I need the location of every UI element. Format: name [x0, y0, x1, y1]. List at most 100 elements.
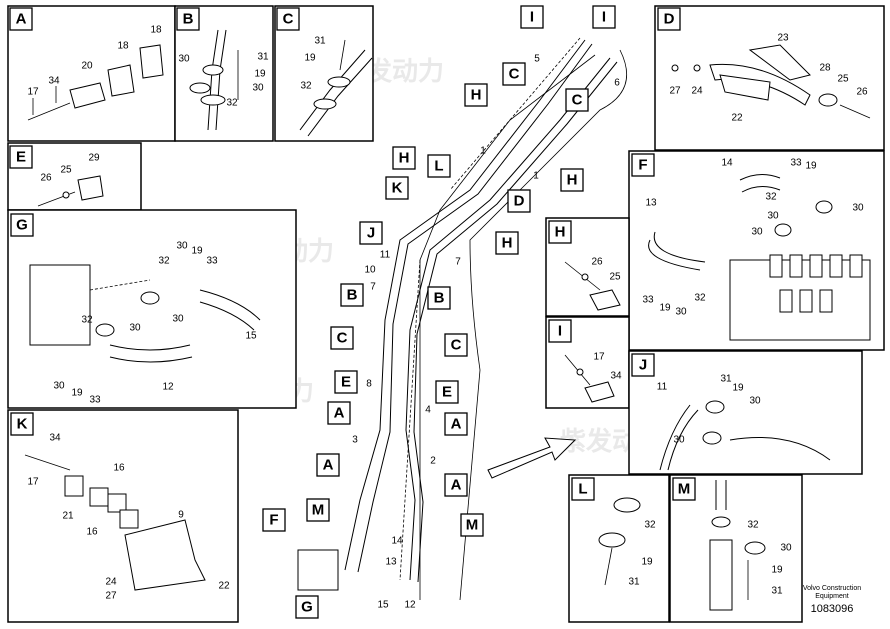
svg-text:30: 30	[767, 211, 779, 222]
svg-text:11: 11	[657, 382, 668, 393]
valve-block	[769, 254, 863, 313]
svg-text:7: 7	[370, 282, 376, 293]
svg-text:25: 25	[837, 74, 849, 85]
svg-text:25: 25	[609, 272, 621, 283]
svg-text:C: C	[451, 337, 462, 354]
detail-panel-e: E 26 25 29	[7, 142, 142, 211]
detail-panel-k: K 34 17 16 21 16 9 24 27 22	[7, 409, 239, 623]
detail-panel-h: H 26 25	[545, 217, 630, 317]
svg-text:20: 20	[81, 61, 93, 72]
svg-text:31: 31	[628, 577, 640, 588]
svg-text:L: L	[578, 481, 587, 498]
svg-text:30: 30	[53, 381, 65, 392]
svg-text:30: 30	[852, 203, 864, 214]
svg-text:33: 33	[642, 295, 654, 306]
svg-text:G: G	[16, 217, 28, 234]
svg-text:18: 18	[117, 41, 129, 52]
svg-text:H: H	[502, 235, 513, 252]
svg-text:27: 27	[669, 86, 681, 97]
svg-text:M: M	[312, 502, 325, 519]
brand-line-2: Equipment	[815, 593, 849, 600]
svg-text:30: 30	[673, 435, 685, 446]
svg-text:19: 19	[659, 303, 671, 314]
detail-panel-a: A 17 34 20 18 18	[7, 5, 176, 142]
svg-text:1: 1	[533, 171, 539, 182]
svg-text:22: 22	[731, 113, 743, 124]
svg-text:15: 15	[377, 600, 389, 611]
svg-text:29: 29	[88, 153, 100, 164]
svg-text:33: 33	[206, 256, 218, 267]
svg-text:13: 13	[385, 557, 397, 568]
svg-text:A: A	[451, 416, 462, 433]
svg-text:30: 30	[129, 323, 141, 334]
svg-text:24: 24	[105, 577, 117, 588]
detail-panel-j: J 31 19 30 11 30	[628, 350, 863, 475]
svg-text:17: 17	[27, 87, 39, 98]
detail-panel-g: G 30 19 33 32 30 32 30 15 30 19 33 12	[7, 209, 297, 409]
svg-text:G: G	[301, 599, 313, 616]
svg-text:27: 27	[105, 591, 117, 602]
svg-text:19: 19	[732, 383, 744, 394]
svg-text:30: 30	[749, 396, 761, 407]
svg-text:33: 33	[89, 395, 101, 406]
detail-panel-c: C 31 19 32	[274, 5, 374, 142]
main-callout-tags: I I C C H H H L K D H J B B C C E E A A …	[262, 5, 616, 619]
svg-text:D: D	[514, 193, 525, 210]
svg-text:14: 14	[721, 158, 733, 169]
svg-text:M: M	[466, 517, 479, 534]
svg-text:6: 6	[614, 78, 620, 89]
svg-text:17: 17	[593, 352, 605, 363]
svg-text:K: K	[17, 416, 28, 433]
svg-text:24: 24	[691, 86, 703, 97]
svg-text:H: H	[399, 150, 410, 167]
svg-text:30: 30	[751, 227, 763, 238]
detail-panel-i: I 17 34	[545, 316, 630, 409]
svg-text:34: 34	[610, 371, 622, 382]
svg-text:19: 19	[254, 69, 266, 80]
svg-text:A: A	[334, 405, 345, 422]
svg-text:J: J	[639, 357, 647, 374]
svg-text:34: 34	[48, 76, 60, 87]
svg-text:31: 31	[257, 52, 269, 63]
svg-text:K: K	[392, 180, 403, 197]
main-callout-numbers: 5 6 1 1 11 10 7 7 8 4 3 2 14 13 15 12	[352, 54, 620, 611]
svg-text:32: 32	[644, 520, 656, 531]
svg-text:H: H	[567, 172, 578, 189]
svg-text:30: 30	[252, 83, 264, 94]
svg-text:30: 30	[176, 241, 188, 252]
svg-text:15: 15	[245, 331, 257, 342]
svg-text:11: 11	[380, 250, 391, 261]
svg-text:32: 32	[300, 81, 312, 92]
svg-text:A: A	[323, 457, 334, 474]
drawing-number: 1083096	[811, 603, 854, 615]
svg-text:B: B	[434, 290, 445, 307]
svg-text:32: 32	[81, 315, 93, 326]
svg-text:J: J	[367, 225, 375, 242]
svg-text:C: C	[283, 11, 294, 28]
svg-text:8: 8	[366, 379, 372, 390]
svg-text:34: 34	[49, 433, 61, 444]
detail-panel-m: M 32 30 19 31	[669, 474, 803, 623]
svg-text:18: 18	[150, 25, 162, 36]
svg-text:31: 31	[771, 586, 783, 597]
svg-text:I: I	[602, 9, 606, 26]
svg-text:12: 12	[404, 600, 416, 611]
svg-text:I: I	[530, 9, 534, 26]
svg-text:33: 33	[790, 158, 802, 169]
svg-text:C: C	[337, 330, 348, 347]
svg-text:26: 26	[40, 173, 52, 184]
svg-text:17: 17	[27, 477, 39, 488]
svg-text:19: 19	[771, 565, 783, 576]
svg-text:B: B	[183, 11, 194, 28]
svg-text:M: M	[678, 481, 691, 498]
brand-line-1: Volvo Construction	[803, 585, 861, 592]
svg-text:14: 14	[391, 536, 403, 547]
svg-text:2: 2	[430, 456, 436, 467]
footer-brand: Volvo Construction Equipment 1083096	[803, 585, 861, 615]
svg-text:C: C	[572, 92, 583, 109]
svg-text:H: H	[471, 87, 482, 104]
svg-text:19: 19	[71, 388, 83, 399]
svg-text:A: A	[16, 11, 27, 28]
svg-text:32: 32	[158, 256, 170, 267]
svg-text:A: A	[451, 477, 462, 494]
